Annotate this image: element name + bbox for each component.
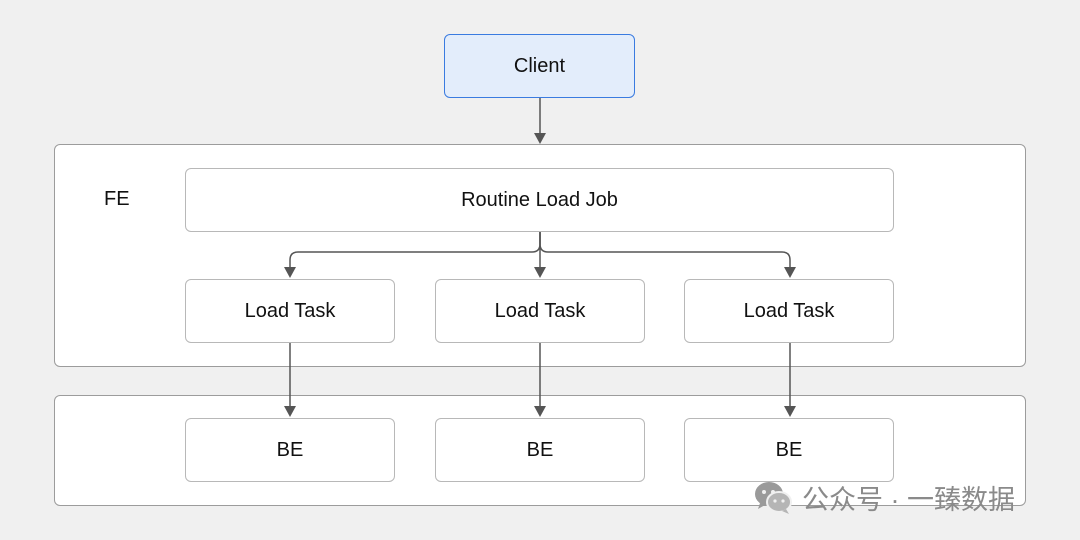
load-task-label: Load Task [743, 299, 835, 322]
be-node-3: BE [684, 418, 894, 482]
be-label: BE [526, 438, 554, 461]
load-task-label: Load Task [494, 299, 586, 322]
be-node-2: BE [435, 418, 645, 482]
fe-label: FE [104, 188, 130, 210]
routine-load-job-label: Routine Load Job [461, 188, 618, 211]
client-node: Client [444, 34, 635, 98]
watermark-text: 公众号 · 一臻数据 [802, 484, 1015, 515]
routine-load-job-node: Routine Load Job [185, 168, 894, 232]
load-task-label: Load Task [244, 299, 336, 322]
client-to-fe-arrowhead [534, 133, 546, 144]
be-node-1: BE [185, 418, 395, 482]
wechat-icon [755, 482, 792, 514]
be-label: BE [276, 438, 304, 461]
load-task-node-2: Load Task [435, 279, 645, 343]
load-task-node-3: Load Task [684, 279, 894, 343]
load-task-node-1: Load Task [185, 279, 395, 343]
be-label: BE [775, 438, 803, 461]
watermark: 公众号 · 一臻数据 [752, 476, 1015, 518]
client-label: Client [513, 54, 566, 77]
